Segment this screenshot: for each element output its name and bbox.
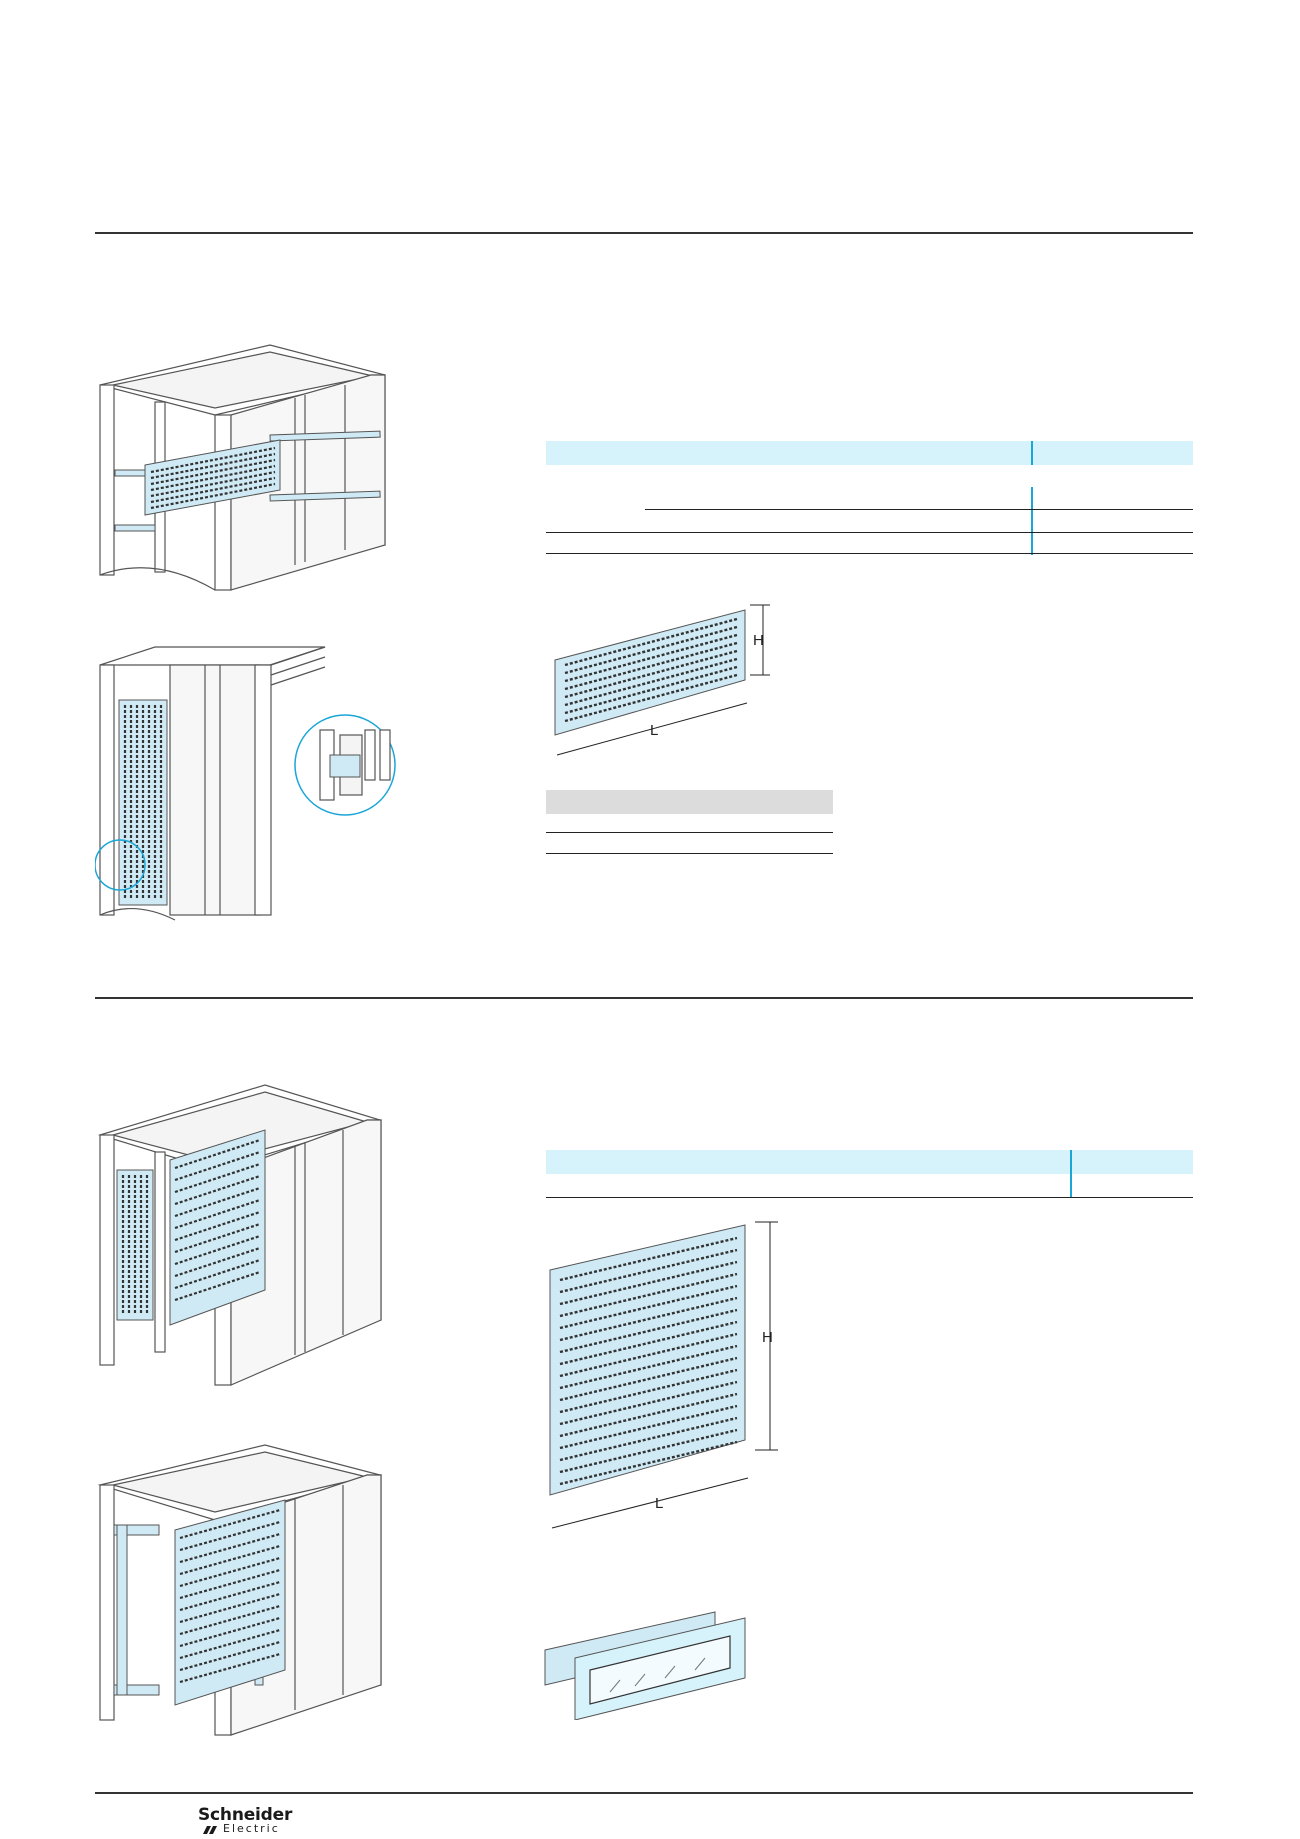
table-1-row-line [546, 532, 1193, 533]
table-3-column-divider [1070, 1150, 1072, 1198]
table-2-header-band [546, 790, 833, 814]
section-divider-middle [95, 997, 1193, 999]
schneider-electric-logo: Schneider Electric [198, 1805, 308, 1835]
table-1-header-band [546, 441, 1193, 465]
length-label-1: L [650, 722, 658, 739]
cabinet-illustration-rail-mounted-panel [97, 1444, 383, 1736]
section-divider-top [95, 232, 1193, 234]
height-label-2: H [762, 1329, 773, 1346]
table-3-bottom-line [546, 1197, 1193, 1198]
table-1-column-divider-lower [1031, 487, 1033, 555]
brand-sub: Electric [223, 1822, 280, 1835]
height-label-1: H [753, 632, 764, 649]
table-2-row-line [546, 832, 833, 833]
cover-plates-illustration [544, 1611, 746, 1720]
table-2-bottom-line [546, 853, 833, 854]
brand-name: Schneider [198, 1805, 293, 1825]
length-label-2: L [655, 1495, 663, 1512]
brand-mark-icon [203, 1826, 217, 1834]
table-1-bottom-line [546, 553, 1193, 554]
section-divider-bottom [95, 1792, 1193, 1794]
table-1-column-divider [1031, 441, 1033, 465]
panel-dimension-diagram-2: H L [549, 1221, 778, 1529]
cabinet-illustration-horizontal-panel [99, 344, 386, 591]
table-3-header-band [546, 1150, 1193, 1174]
cabinet-illustration-side-panel [95, 646, 396, 921]
cabinet-illustration-full-panel [97, 1084, 383, 1386]
panel-dimension-diagram-1: H L [554, 604, 770, 756]
table-1-row-line-sub [645, 509, 1193, 510]
